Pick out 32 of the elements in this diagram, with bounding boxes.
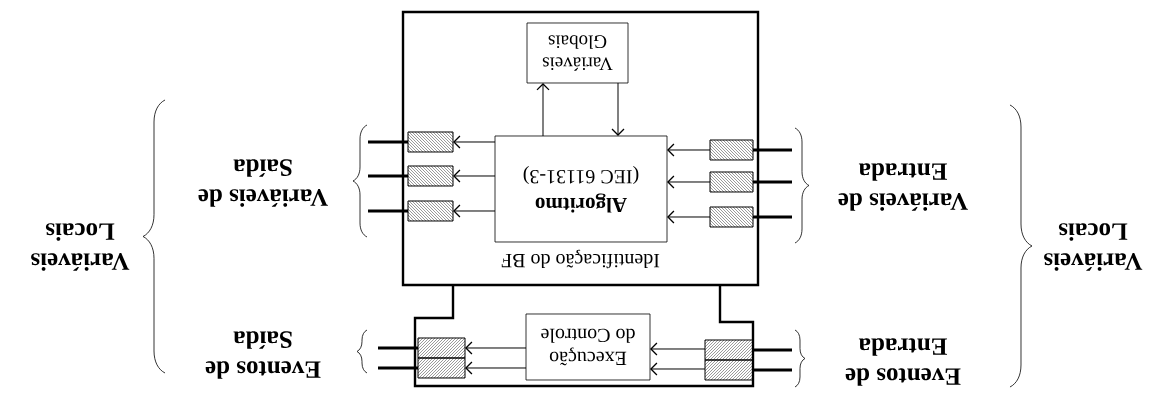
arrow: [453, 204, 496, 218]
hatched-connector: [378, 337, 466, 359]
event-block: [413, 285, 755, 388]
hatched-connector: [368, 131, 454, 153]
brace-label: Variáveis de Saída: [198, 159, 328, 207]
arrow: [453, 135, 496, 149]
arrow: [611, 82, 625, 136]
hatched-connector: [709, 171, 792, 193]
algorithm-box: Algoritmo (IEC 61131-3): [494, 135, 668, 243]
process-box: Execução do Controle: [525, 313, 651, 381]
hatched-connector: [378, 357, 466, 379]
arrow: [453, 169, 496, 183]
arrow: [650, 342, 706, 356]
arrow: [667, 143, 711, 157]
hatched-connector: [368, 165, 454, 187]
brace-label: Eventos de Entrada: [845, 338, 961, 386]
process-box: Variáveis Globais: [526, 22, 629, 84]
arrow: [465, 341, 527, 355]
brace-label: Variáveis de Entrada: [838, 163, 968, 211]
hatched-connector: [709, 206, 792, 228]
hatched-connector: [368, 200, 454, 222]
hatched-connector: [709, 139, 792, 161]
brace-label: Variáveis Locais: [1044, 223, 1143, 271]
arrow: [667, 210, 711, 224]
brace-label: Eventos de Saída: [205, 331, 321, 379]
arrow: [465, 361, 527, 375]
arrow: [667, 175, 711, 189]
arrow: [536, 83, 550, 137]
hatched-connector: [704, 339, 792, 361]
arrow: [650, 362, 706, 376]
hatched-connector: [704, 359, 792, 381]
brace-label: Variáveis Locais: [31, 223, 130, 271]
